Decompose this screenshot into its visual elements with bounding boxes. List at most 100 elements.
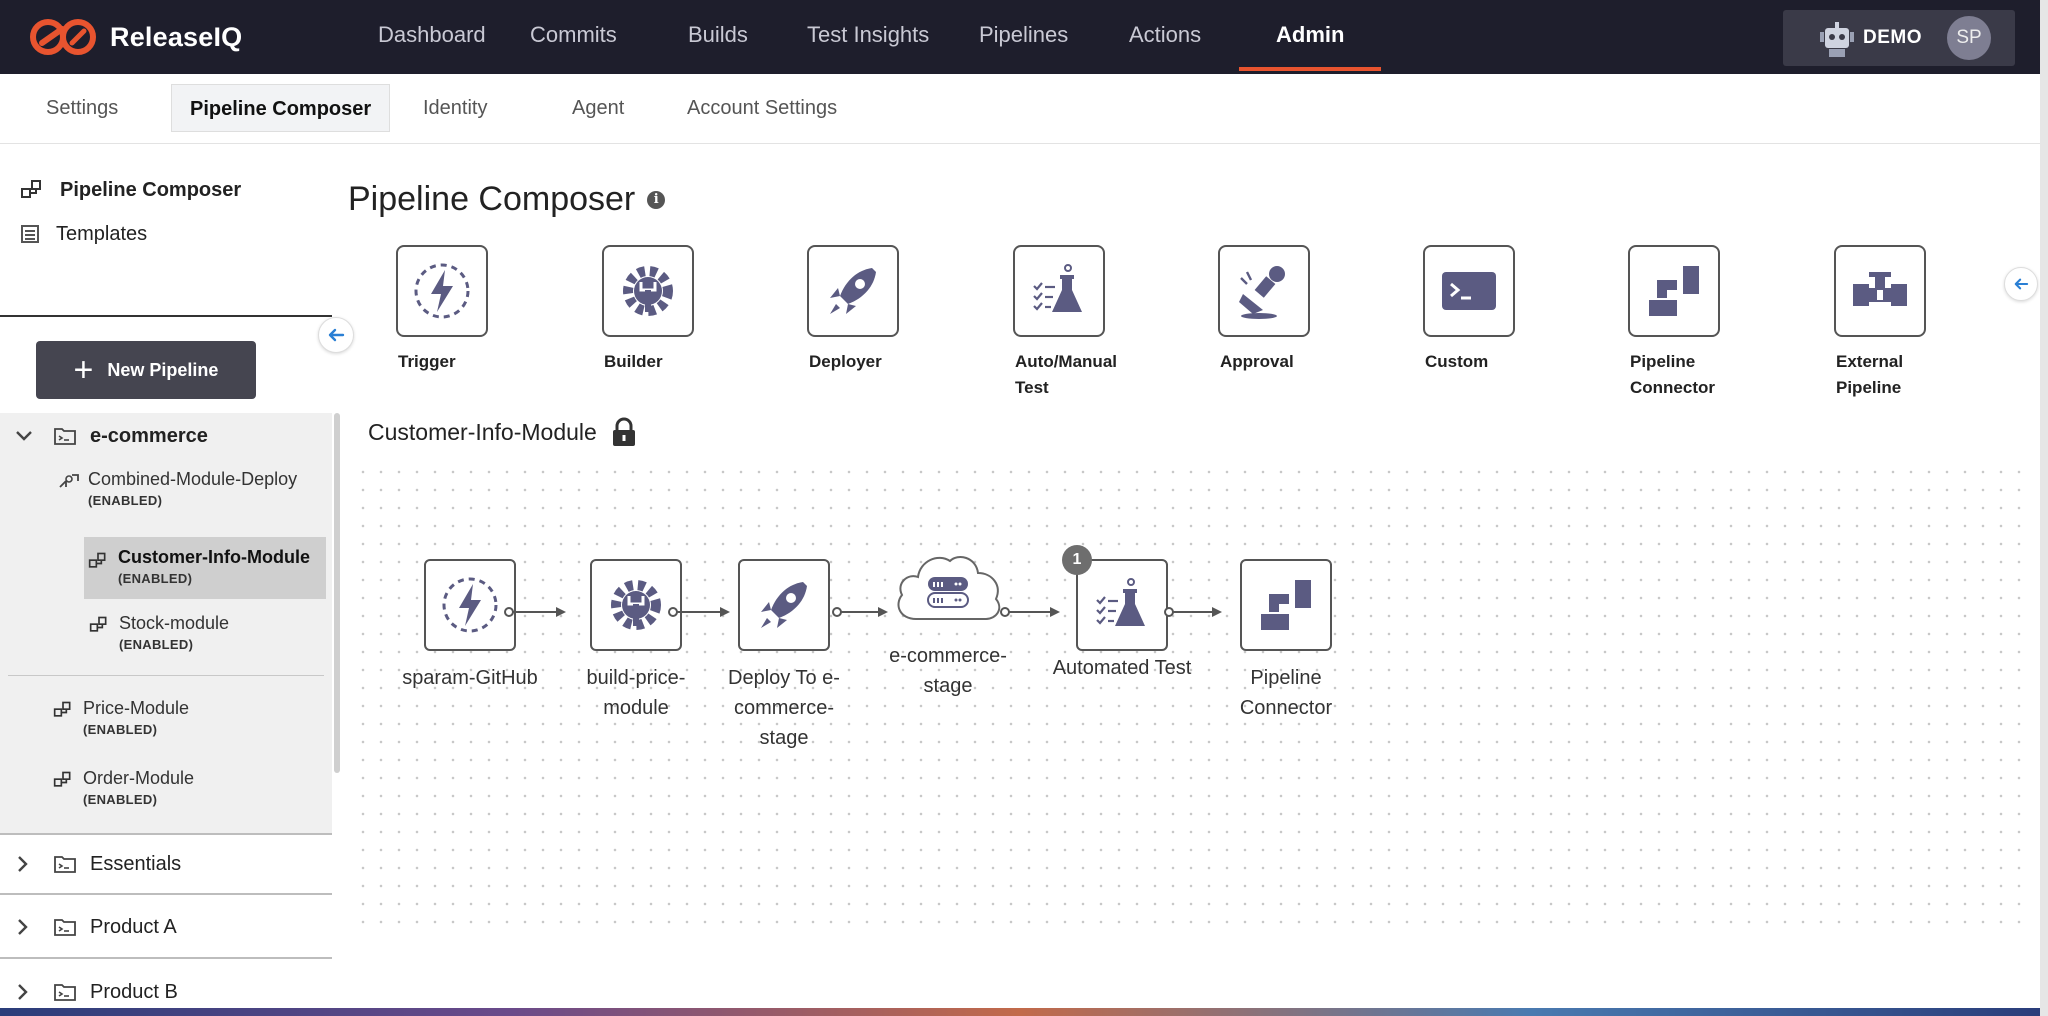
palette-item-approval[interactable]: Approval <box>1162 245 1310 375</box>
sidebar-divider <box>0 315 332 317</box>
tree-group-product-a[interactable]: Product A <box>0 897 332 959</box>
nav-actions[interactable]: Actions <box>1129 22 1202 47</box>
account-name: DEMO <box>1863 27 1922 48</box>
tab-identity[interactable]: Identity <box>423 97 488 119</box>
page-scrollbar[interactable] <box>2040 0 2048 1016</box>
pipeline-tree: e-commerce Combined-Module-Deploy (ENABL… <box>0 413 332 833</box>
trigger-icon <box>424 559 516 651</box>
sidebar-item-templates[interactable]: Templates <box>20 219 147 249</box>
palette-label: Builder <box>604 352 663 371</box>
tab-pipeline-composer[interactable]: Pipeline Composer <box>171 84 391 132</box>
node-connector <box>1164 606 1222 618</box>
pipeline-composer-icon <box>53 701 71 717</box>
tree-group-e-commerce[interactable]: e-commerce <box>0 413 332 459</box>
pipeline-node-environment[interactable]: e-commerce-stage <box>884 549 1012 701</box>
tree-item-combined-module-deploy[interactable]: Combined-Module-Deploy (ENABLED) <box>59 469 298 508</box>
tab-settings[interactable]: Settings <box>46 97 119 119</box>
nav-builds[interactable]: Builds <box>688 22 748 47</box>
pipeline-name-heading: Customer-Info-Module <box>368 417 637 447</box>
pipeline-composer-icon <box>89 616 107 632</box>
node-label: build-price-module <box>586 667 686 719</box>
pipeline-name: Customer-Info-Module <box>368 418 597 445</box>
tree-scrollbar[interactable] <box>334 413 340 773</box>
tree-item-name: Combined-Module-Deploy <box>88 469 298 489</box>
admin-subtabs: Settings Pipeline Composer Identity Agen… <box>0 74 2040 144</box>
node-label: e-commerce-stage <box>889 645 1007 697</box>
test-icon <box>1013 245 1105 337</box>
node-connector <box>1000 606 1060 618</box>
pipeline-composer-icon <box>53 771 71 787</box>
palette-scroll-button[interactable] <box>2004 267 2038 301</box>
tree-item-state: (ENABLED) <box>83 722 158 737</box>
error-count-badge[interactable]: 1 <box>1062 545 1092 575</box>
pipeline-node-builder[interactable]: build-price-module <box>554 559 718 723</box>
palette-item-builder[interactable]: Builder <box>546 245 694 375</box>
tree-group-label: Product A <box>90 915 177 938</box>
pipeline-canvas[interactable]: sparam-GitHub build-price-module Deploy … <box>354 463 2026 925</box>
folder-icon <box>54 428 76 445</box>
pipeline-node-pipeline-connector[interactable]: Pipeline Connector <box>1216 559 1356 723</box>
nav-admin[interactable]: Admin <box>1276 22 1345 47</box>
tree-item-customer-info-module[interactable]: Customer-Info-Module (ENABLED) <box>84 537 326 599</box>
node-label: sparam-GitHub <box>402 667 538 689</box>
node-connector <box>832 606 888 618</box>
nav-commits[interactable]: Commits <box>530 22 617 47</box>
sidebar-item-pipeline-composer[interactable]: Pipeline Composer <box>20 175 241 205</box>
palette-item-auto-manual-test[interactable]: Auto/Manual Test <box>957 245 1117 401</box>
info-icon[interactable]: i <box>647 190 666 209</box>
nav-test-insights[interactable]: Test Insights <box>807 22 930 47</box>
pipeline-node-trigger[interactable]: sparam-GitHub <box>390 559 550 693</box>
sidebar: Pipeline Composer Templates + New Pipeli… <box>0 145 354 1016</box>
pipeline-connector-icon <box>1240 559 1332 651</box>
chevron-right-icon <box>18 984 28 1000</box>
tab-account-settings[interactable]: Account Settings <box>687 97 838 119</box>
pipeline-connector-icon <box>1628 245 1720 337</box>
tree-group-label: Product B <box>90 980 178 1003</box>
lock-icon[interactable] <box>611 417 637 447</box>
tree-item-stock-module[interactable]: Stock-module (ENABLED) <box>89 613 230 652</box>
tree-item-name: Price-Module <box>83 698 190 718</box>
deployer-icon <box>738 559 830 651</box>
tree-group-product-b[interactable]: Product B <box>0 961 332 1016</box>
tree-item-price-module[interactable]: Price-Module (ENABLED) <box>53 698 190 737</box>
tab-agent[interactable]: Agent <box>572 97 625 119</box>
top-navigation-bar: ReleaseIQ Dashboard Commits Builds Test … <box>0 0 2048 74</box>
trigger-icon <box>396 245 488 337</box>
app-logo[interactable]: ReleaseIQ <box>28 16 242 58</box>
palette-item-deployer[interactable]: Deployer <box>751 245 899 375</box>
main-content: Pipeline Composer i Trigger Builder Depl… <box>340 145 2040 1016</box>
builder-icon <box>590 559 682 651</box>
page-title-text: Pipeline Composer <box>348 180 636 218</box>
tree-item-state: (ENABLED) <box>118 571 193 586</box>
nav-pipelines[interactable]: Pipelines <box>979 22 1069 47</box>
folder-icon <box>54 919 76 936</box>
tree-group-label: Essentials <box>90 852 182 875</box>
tree-item-name: Stock-module <box>119 613 230 633</box>
tree-item-state: (ENABLED) <box>88 493 163 508</box>
page-title: Pipeline Composer i <box>348 180 666 219</box>
tree-item-order-module[interactable]: Order-Module (ENABLED) <box>53 768 194 807</box>
palette-label: Custom <box>1425 352 1489 371</box>
chevron-down-icon <box>16 431 32 441</box>
pipeline-node-deployer[interactable]: Deploy To e-commerce-stage <box>722 559 846 753</box>
tree-group-essentials[interactable]: Essentials <box>0 833 332 895</box>
user-avatar[interactable]: SP <box>1947 16 1991 60</box>
plus-icon: + <box>73 351 94 389</box>
node-label: Automated Test <box>1052 657 1192 679</box>
palette-item-pipeline-connector[interactable]: Pipeline Connector <box>1572 245 1720 401</box>
new-pipeline-label: New Pipeline <box>107 359 219 380</box>
palette-item-custom[interactable]: Custom <box>1367 245 1515 375</box>
palette-label: Trigger <box>398 352 456 371</box>
palette-item-trigger[interactable]: Trigger <box>340 245 488 375</box>
pipeline-link-icon <box>59 474 79 488</box>
collapse-sidebar-button[interactable] <box>318 317 354 353</box>
account-switcher[interactable]: DEMO SP <box>1783 10 2015 66</box>
palette-label: External Pipeline <box>1836 352 1904 397</box>
nav-dashboard[interactable]: Dashboard <box>378 22 486 47</box>
templates-icon <box>21 225 39 243</box>
palette-item-external-pipeline[interactable]: External Pipeline <box>1778 245 1926 401</box>
new-pipeline-button[interactable]: + New Pipeline <box>36 341 256 399</box>
pipeline-node-automated-test[interactable]: 1 Automated Test <box>1046 545 1198 683</box>
external-pipeline-icon <box>1834 245 1926 337</box>
node-connector <box>504 606 566 618</box>
